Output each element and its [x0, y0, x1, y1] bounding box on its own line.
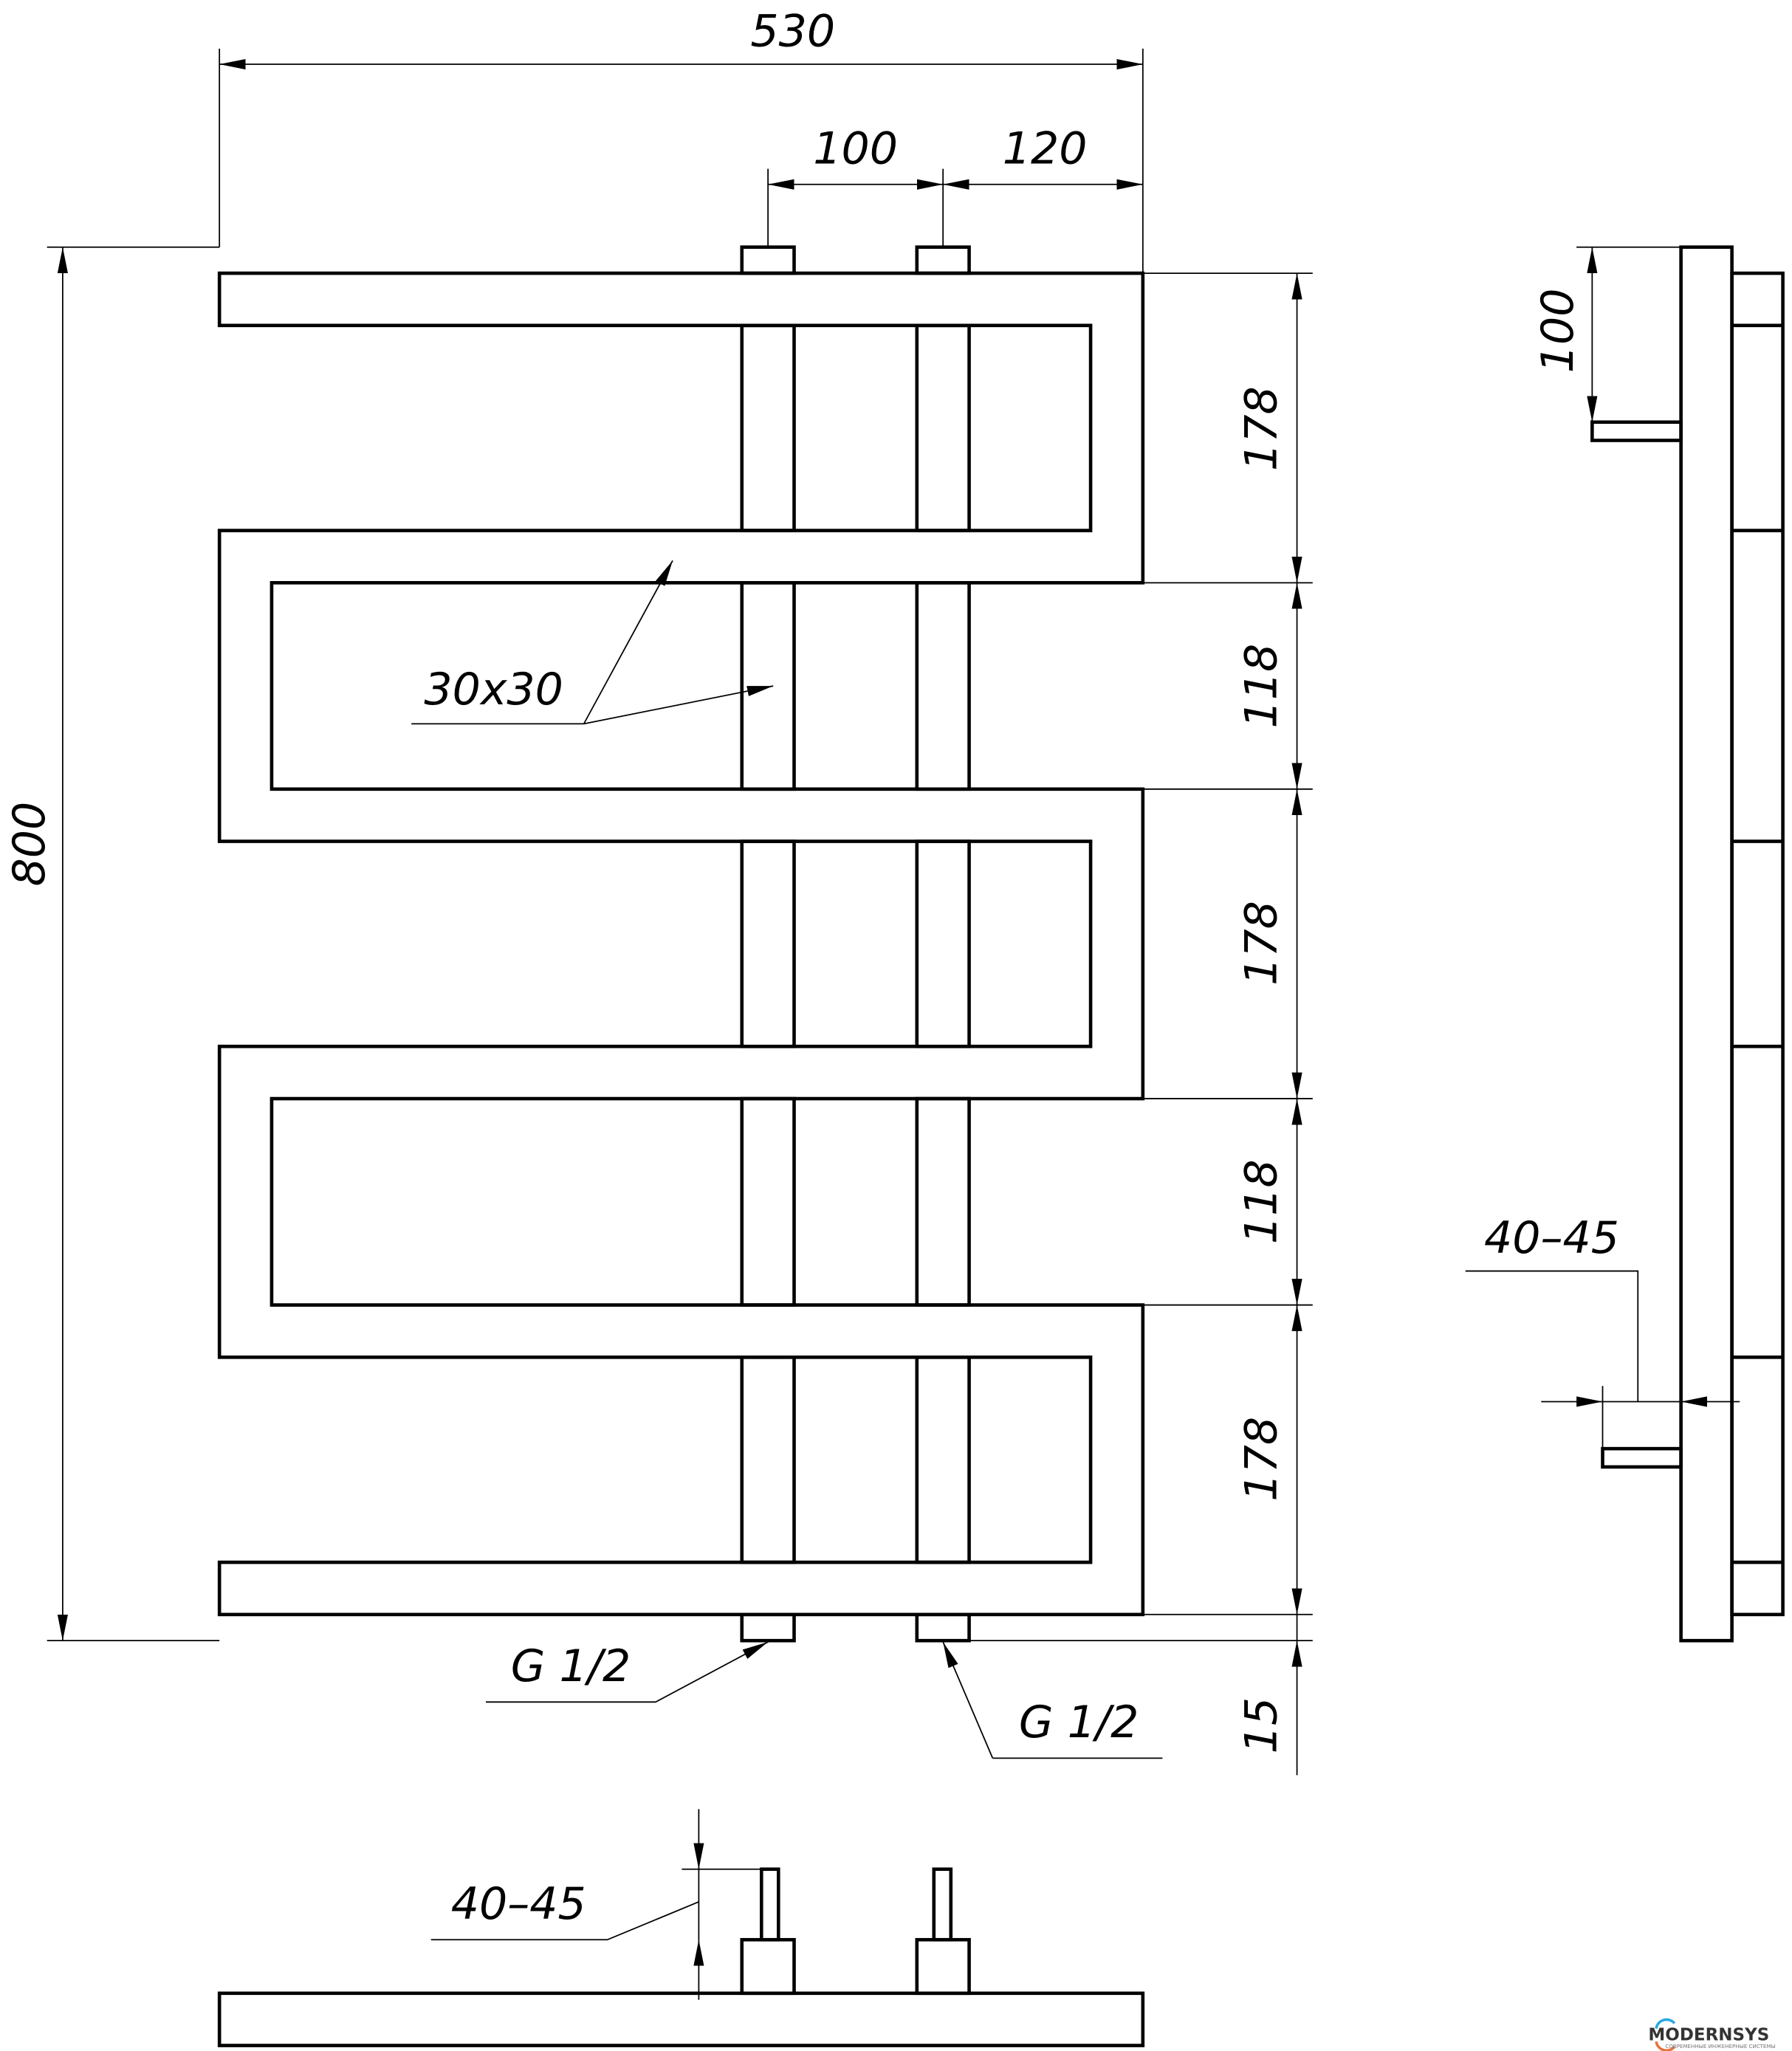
modernsys-logo: MODERNSYS СОВРЕМЕННЫЕ ИНЖЕНЕРНЫЕ СИСТЕМЫ — [1648, 2018, 1776, 2051]
side-view: 100 40–45 — [1465, 245, 1785, 1643]
dim-label: 118 — [1235, 644, 1287, 729]
leader-profile: 30x30 — [411, 560, 774, 725]
dim-label: 15 — [1235, 1697, 1287, 1754]
vertical-collector-pipes — [740, 245, 971, 1643]
dim-label: 178 — [1235, 386, 1287, 471]
dim-label: 40–45 — [1484, 1212, 1619, 1264]
dimension-100-120: 100 120 — [767, 123, 1143, 247]
dimension-800: 800 — [4, 246, 220, 1642]
dim-label: 178 — [1235, 1417, 1287, 1502]
leader-thread-right: G 1/2 — [942, 1641, 1163, 1759]
dimension-chain-right: 178 118 178 118 178 15 — [969, 272, 1313, 1776]
dim-label: 178 — [1235, 901, 1287, 986]
dim-label: 120 — [1003, 123, 1088, 174]
dim-label: 100 — [813, 123, 898, 174]
serpentine-frame — [217, 271, 1145, 1617]
dim-label: 40–45 — [451, 1878, 586, 1930]
dim-label: 100 — [1532, 289, 1584, 374]
dim-label: G 1/2 — [511, 1641, 631, 1692]
dim-label: 30x30 — [424, 664, 563, 715]
dim-label: 118 — [1235, 1159, 1287, 1244]
dim-label: 800 — [4, 802, 55, 887]
dim-label: G 1/2 — [1019, 1697, 1139, 1748]
leader-thread-left: G 1/2 — [486, 1641, 769, 1703]
svg-text:СОВРЕМЕННЫЕ ИНЖЕНЕРНЫЕ СИСТЕМЫ: СОВРЕМЕННЫЕ ИНЖЕНЕРНЫЕ СИСТЕМЫ — [1665, 2043, 1775, 2050]
svg-text:MODERNSYS: MODERNSYS — [1648, 2025, 1769, 2044]
bottom-view: 40–45 — [217, 1809, 1145, 2047]
dim-label: 530 — [750, 5, 835, 57]
dimension-530: 530 — [219, 5, 1144, 274]
